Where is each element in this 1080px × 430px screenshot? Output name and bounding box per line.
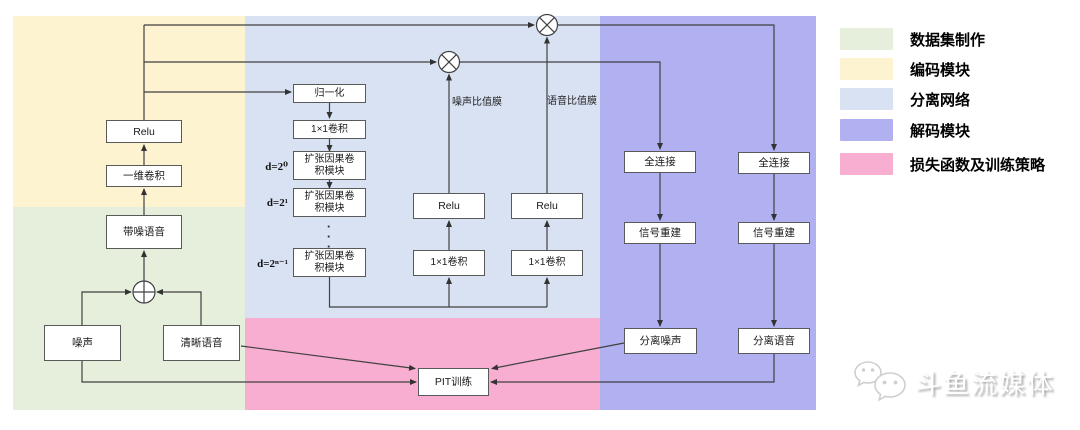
speech-ratio-mask-label: 语音比值膜 (547, 96, 597, 107)
node-dilated-causal-conv-0: 扩张因果卷积模块 (293, 151, 366, 180)
legend-label-dataset: 数据集制作 (910, 31, 986, 49)
node-signal-reconstruction-speech: 信号重建 (738, 222, 810, 244)
legend-item-encoder: 编码模块 (840, 58, 970, 80)
legend-item-separation: 分离网络 (840, 88, 970, 110)
legend-swatch-dataset (840, 28, 893, 50)
node-pit-training: PIT训练 (418, 368, 489, 396)
dilation-label-0: d=2⁰ (265, 161, 288, 173)
chat-bubbles-icon (854, 361, 906, 402)
legend-label-loss: 损失函数及训练策略 (910, 156, 1046, 174)
legend-label-encoder: 编码模块 (910, 61, 971, 79)
node-1d-conv: 一维卷积 (106, 165, 182, 187)
node-clean-speech: 清晰语音 (163, 325, 240, 361)
node-dilated-causal-conv-1: 扩张因果卷积模块 (293, 188, 366, 217)
node-fully-connected-speech: 全连接 (738, 152, 810, 174)
node-noise: 噪声 (44, 325, 121, 361)
legend-label-decoder: 解码模块 (910, 122, 971, 140)
legend-item-decoder: 解码模块 (840, 119, 970, 141)
node-normalization: 归一化 (293, 84, 366, 103)
watermark: 斗鱼流媒体 (853, 357, 1055, 407)
node-relu-encoder: Relu (106, 120, 182, 143)
legend-label-separation: 分离网络 (910, 91, 971, 109)
node-1x1-conv-noise: 1×1卷积 (413, 250, 485, 276)
legend-swatch-loss (840, 153, 893, 175)
node-1x1-conv-input: 1×1卷积 (293, 120, 366, 139)
node-fully-connected-noise: 全连接 (624, 151, 696, 173)
node-relu-speech-branch: Relu (511, 193, 583, 219)
node-signal-reconstruction-noise: 信号重建 (624, 222, 696, 244)
legend-swatch-decoder (840, 119, 893, 141)
legend-item-dataset: 数据集制作 (840, 28, 985, 50)
ellipsis-dots: · · · (326, 219, 332, 254)
node-separated-speech: 分离语音 (738, 328, 810, 354)
noise-ratio-mask-label: 噪声比值膜 (452, 97, 502, 108)
loss-region (245, 318, 600, 410)
node-relu-noise-branch: Relu (413, 193, 485, 219)
legend-swatch-separation (840, 88, 893, 110)
legend-swatch-encoder (840, 58, 893, 80)
dilation-label-1: d=2¹ (266, 197, 288, 209)
node-separated-noise: 分离噪声 (624, 328, 697, 354)
dilation-label-n: d=2ⁿ⁻¹ (257, 258, 288, 270)
node-noisy-speech: 带噪语音 (106, 215, 182, 249)
node-1x1-conv-speech: 1×1卷积 (511, 250, 583, 276)
watermark-text: 斗鱼流媒体 (915, 368, 1056, 399)
legend-item-loss: 损失函数及训练策略 (840, 153, 1045, 175)
